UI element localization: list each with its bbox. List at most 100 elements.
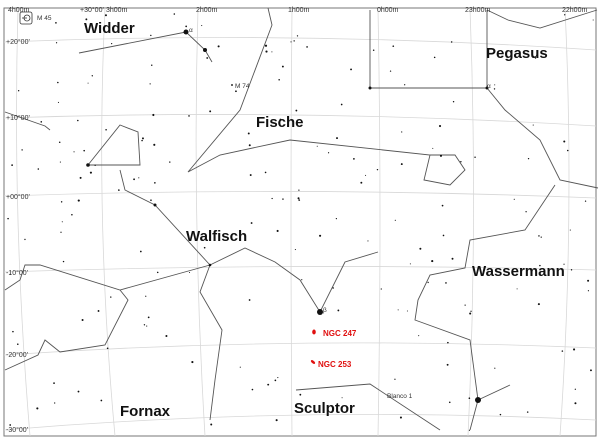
star xyxy=(183,29,189,35)
star xyxy=(251,388,254,391)
star xyxy=(206,57,209,59)
chart-frame xyxy=(3,7,597,437)
star xyxy=(332,287,334,289)
constellation-pegasus[interactable]: Pegasus xyxy=(486,45,548,62)
star xyxy=(392,45,395,47)
star xyxy=(494,84,496,86)
star xyxy=(71,214,73,216)
star xyxy=(55,21,57,24)
m74-label[interactable]: M 74 xyxy=(235,83,250,90)
constellation-aquarius[interactable]: Wassermann xyxy=(472,263,565,280)
star xyxy=(40,121,43,123)
star xyxy=(153,143,156,146)
star xyxy=(281,65,284,68)
star xyxy=(85,18,88,21)
star xyxy=(274,379,277,382)
star xyxy=(21,149,23,151)
star xyxy=(138,177,140,179)
star xyxy=(73,151,75,153)
ra-label: 2h00m xyxy=(196,7,218,14)
star xyxy=(133,178,135,181)
coordinate-labels: 4h00m +30°00' 3h00m 2h00m 1h00m 0h00m 23… xyxy=(6,6,587,434)
star xyxy=(433,56,436,59)
star-designation: α xyxy=(487,83,491,90)
star xyxy=(58,141,61,143)
star xyxy=(147,316,150,319)
star xyxy=(574,388,576,390)
star xyxy=(372,49,375,52)
dec-label: +30°00' xyxy=(80,6,104,14)
star xyxy=(282,198,284,200)
star xyxy=(446,363,449,366)
blanco1-label[interactable]: Blanco 1 xyxy=(387,393,413,400)
star xyxy=(156,271,159,274)
constellation-cetus[interactable]: Walfisch xyxy=(186,228,247,245)
star xyxy=(335,218,337,220)
star xyxy=(341,397,343,399)
star xyxy=(306,46,308,48)
star xyxy=(12,330,14,333)
dec-label: +00°00' xyxy=(6,193,30,201)
star xyxy=(105,128,107,131)
star xyxy=(235,90,237,93)
star xyxy=(447,341,449,344)
constellation-pisces[interactable]: Fische xyxy=(256,114,304,131)
star xyxy=(57,81,59,84)
star xyxy=(264,171,267,174)
ngc253-label[interactable]: NGC 253 xyxy=(318,360,352,369)
star xyxy=(296,35,299,37)
star xyxy=(336,137,338,140)
star xyxy=(367,240,369,242)
deep-sky-objects: NGC 247 NGC 253 M 74 Blanco 1 α α β xyxy=(189,27,491,400)
ngc247-label[interactable]: NGC 247 xyxy=(323,329,357,338)
constellation-fornax[interactable]: Fornax xyxy=(120,403,171,420)
star xyxy=(277,377,279,379)
star xyxy=(275,419,278,422)
star xyxy=(513,198,515,200)
star xyxy=(271,197,273,200)
coordinate-grid xyxy=(3,7,597,437)
star xyxy=(376,168,379,171)
star xyxy=(526,411,529,413)
star xyxy=(150,34,152,37)
star xyxy=(494,367,496,369)
galaxy-icon xyxy=(310,360,316,364)
star xyxy=(265,50,268,53)
star xyxy=(271,51,273,53)
star xyxy=(62,260,65,263)
star xyxy=(353,158,355,160)
star xyxy=(100,399,103,402)
star-field xyxy=(7,13,594,431)
star xyxy=(499,413,502,416)
star xyxy=(475,397,481,403)
star xyxy=(427,281,429,284)
star xyxy=(468,429,470,431)
star xyxy=(464,304,466,306)
star xyxy=(60,201,63,203)
star xyxy=(397,309,399,311)
star xyxy=(91,75,93,77)
star xyxy=(81,318,84,321)
star xyxy=(87,82,89,84)
star xyxy=(592,19,594,21)
constellation-aries[interactable]: Widder xyxy=(84,20,135,37)
star xyxy=(37,168,40,170)
star xyxy=(584,200,587,202)
star xyxy=(151,64,153,66)
star xyxy=(590,369,592,372)
star xyxy=(149,83,151,85)
star xyxy=(389,70,392,72)
star xyxy=(439,154,443,157)
star xyxy=(276,229,279,232)
star-designation: α xyxy=(189,27,193,34)
dec-label: -30°00' xyxy=(6,426,28,434)
star xyxy=(460,161,462,163)
star xyxy=(208,263,212,267)
star xyxy=(9,424,12,426)
star xyxy=(399,416,402,419)
star xyxy=(525,211,527,213)
star xyxy=(59,161,61,163)
constellation-sculptor[interactable]: Sculptor xyxy=(294,400,355,417)
